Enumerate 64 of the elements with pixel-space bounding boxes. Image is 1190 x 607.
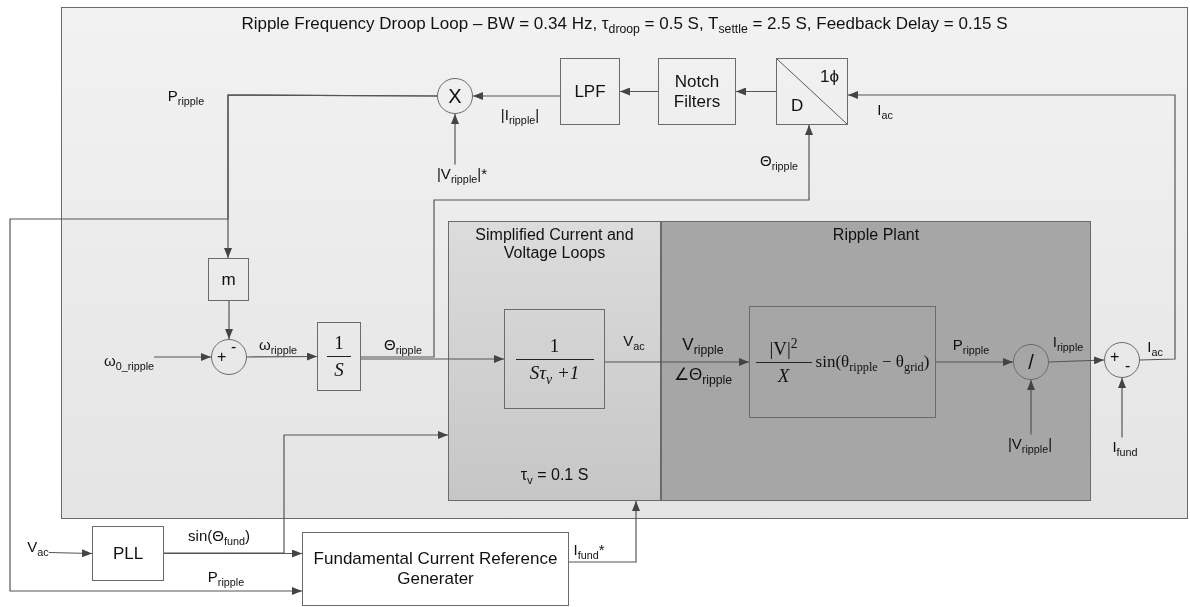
fraction-numerator: 1 — [549, 334, 560, 357]
signal-arrow — [48, 549, 93, 558]
fraction-denominator: X — [777, 364, 790, 387]
signal-arrow — [847, 91, 1176, 361]
signal-label: I$_{ac}$ — [877, 101, 893, 119]
signal-arrow — [163, 431, 449, 554]
signal-label: I$_{fund}$ — [1112, 437, 1138, 455]
filter-block: Notch Filters — [658, 58, 736, 125]
signal-label: V$_{ripple}$ ∠Θ$_{ripple}$ — [672, 334, 734, 390]
panel-title: Ripple Frequency Droop Loop – BW = 0.34 Hz, τ$_{droop}$ = 0.5 S, T$_{settle}$ = 2.5 S, Feedback Delay = 0.15 S — [240, 14, 1009, 34]
edge-label: P$_{ripple}$ — [167, 87, 205, 105]
panel-title: Ripple Plant — [831, 226, 921, 245]
transfer-function-block — [504, 309, 605, 409]
edge-label: Θ$_{ripple}$ — [759, 152, 799, 170]
converter-block — [776, 58, 848, 125]
integrator-block — [317, 322, 361, 391]
signal-arrow — [935, 358, 1014, 366]
edge-label: P$_{ripple}$ — [952, 336, 990, 354]
signal-arrow — [472, 92, 561, 100]
sign-label: + — [1110, 348, 1120, 367]
edge-label: V$_{ac}$ — [623, 332, 645, 350]
equation-block — [749, 306, 936, 418]
pll-block: PLL — [92, 526, 164, 581]
signal-arrow — [9, 94, 438, 595]
signal-arrow — [360, 124, 813, 358]
fraction-numerator: |V|$^{2}$ — [769, 337, 798, 360]
signal-arrow — [451, 113, 459, 166]
signal-label: V$_{ac}$ — [27, 537, 49, 555]
signal-arrow — [153, 353, 212, 361]
panel-title: Simplified Current and Voltage Loops — [474, 226, 635, 263]
fraction-denominator: S — [334, 359, 344, 381]
subsystem-panel — [448, 221, 661, 501]
converter-label: D — [791, 96, 804, 116]
edge-label: Θ$_{ripple}$ — [383, 336, 423, 354]
edge-label: I$_{fund}$* — [573, 541, 605, 559]
plant-panel — [661, 221, 1091, 501]
panel-note: τ$_{v}$ = 0.1 S — [519, 465, 590, 484]
signal-arrow — [604, 358, 750, 366]
sign-label: - — [231, 338, 237, 357]
signal-arrow — [225, 300, 233, 340]
edge-label: sin(Θ$_{fund}$) — [188, 527, 250, 545]
signal-arrow — [246, 352, 318, 361]
signal-arrow — [1048, 356, 1105, 365]
signal-arrow — [360, 355, 505, 363]
fraction-denominator: Sτ$_{v}$ +1 — [529, 361, 580, 384]
gain-block: m — [208, 258, 249, 301]
sign-label: + — [217, 348, 227, 367]
signal-arrow — [1118, 377, 1126, 439]
signal-arrow — [1027, 379, 1035, 436]
signal-arrow — [619, 87, 659, 96]
edge-label: I$_{ripple}$ — [1052, 333, 1084, 351]
edge-label: I$_{ac}$ — [1147, 338, 1163, 356]
converter-label: 1ϕ — [820, 67, 839, 87]
edge-label: P$_{ripple}$ — [207, 568, 245, 586]
signal-arrow — [735, 87, 777, 96]
generator-block: Fundamental Current Reference Generater — [302, 532, 569, 606]
edge-label: ω$_{ripple}$ — [258, 336, 298, 354]
sign-label: - — [1125, 357, 1131, 376]
fraction-numerator: 1 — [334, 332, 344, 354]
loop-panel — [61, 7, 1188, 519]
formula-text: sin(θ$_{ripple}$ − θ$_{grid}$) — [815, 352, 930, 372]
signal-arrow — [568, 500, 640, 563]
filter-block: LPF — [560, 58, 620, 125]
edge-label: |I$_{ripple}$| — [500, 106, 540, 124]
